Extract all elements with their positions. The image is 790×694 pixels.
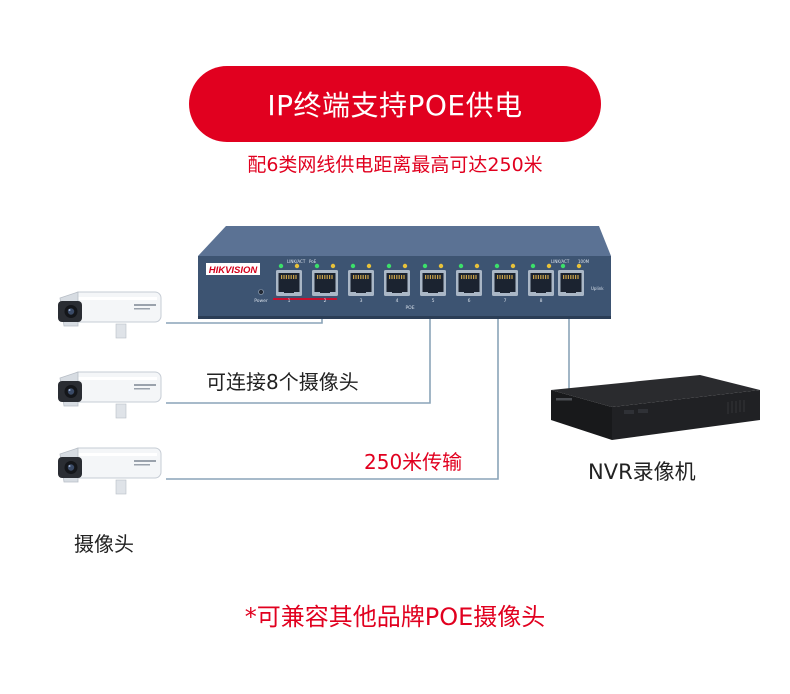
nvr-label: NVR录像机 [588,460,696,484]
cable-camera-3 [166,290,499,480]
port-1 [276,263,302,296]
port-8 [528,263,554,296]
page-title: IP终端支持POE供电 [267,89,523,122]
compatibility-note: *可兼容其他品牌POE摄像头 [244,603,546,631]
port-number-7: 7 [504,298,507,304]
port-number-4: 4 [396,298,399,304]
port-number-8: 8 [540,298,543,304]
poe-led-label: PoE [309,259,317,264]
port-number-1: 1 [288,298,291,304]
camera-1 [57,291,162,339]
port-6 [456,263,482,296]
linkact-label: LINK/ACT [287,259,306,264]
power-label: Power [254,298,268,304]
title-banner: IP终端支持POE供电 [189,66,601,142]
power-led [258,289,264,295]
uplink-linkact-label: LINK/ACT [551,259,570,264]
uplink-port [558,263,584,296]
port-7 [492,263,518,296]
nvr-recorder [551,375,760,440]
port-2 [312,263,338,296]
speed-label: 100M [578,259,590,264]
port-number-5: 5 [432,298,435,304]
subtitle: 配6类网线供电距离最高可达250米 [247,154,543,176]
port-4 [384,263,410,296]
switch-top [198,226,611,256]
poe-switch: HIKVISION Power LINK/ACT PoE LINK/ACT 10… [198,226,611,319]
cable-camera-2 [166,290,431,404]
port-number-3: 3 [360,298,363,304]
port-number-6: 6 [468,298,471,304]
camera-3 [57,447,162,495]
camera-count-label: 可连接8个摄像头 [206,370,359,394]
port-number-2: 2 [324,298,327,304]
switch-ports: 1 2 3 4 5 6 7 8 [276,263,584,304]
distance-label: 250米传输 [364,450,463,474]
switch-brand-logo: HIKVISION [209,265,259,276]
port-5 [420,263,446,296]
camera-label: 摄像头 [74,532,134,556]
uplink-label: Uplink [591,286,604,291]
poe-group-label: POE [405,305,414,311]
camera-2 [57,371,162,419]
port-3 [348,263,374,296]
